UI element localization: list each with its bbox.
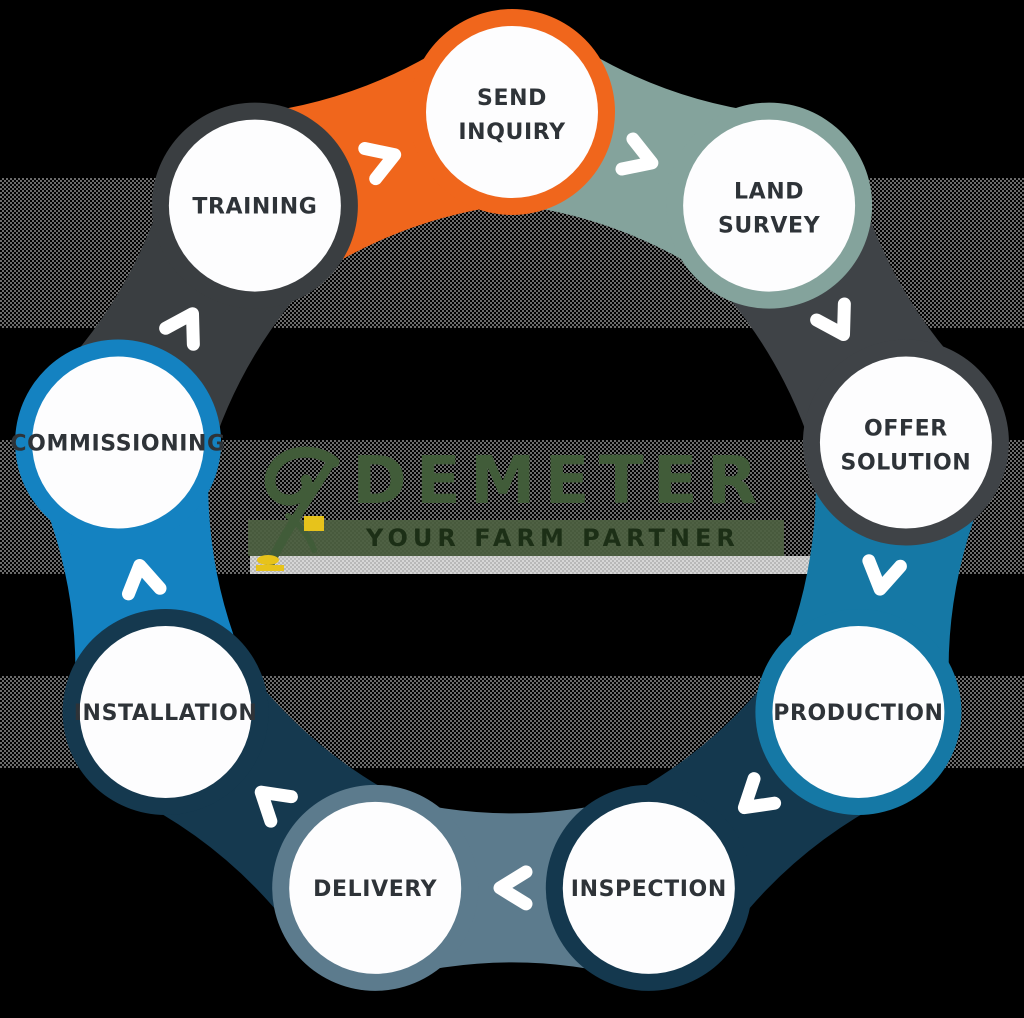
step-circle-land-survey [683,119,856,292]
step-label-offer-solution: OFFER [864,417,948,442]
step-label-production: PRODUCTION [773,701,943,726]
step-label-installation: INSTALLATION [74,701,258,726]
flow-chevrons-layer [121,132,907,911]
step-circle-inspection [562,801,735,974]
step-circle-offer-solution [819,356,992,529]
step-label-delivery: DELIVERY [313,877,437,902]
flow-chevron-icon-production [862,554,907,596]
step-label-land-survey: LAND [734,180,804,205]
step-circle-delivery [289,801,462,974]
flow-chevron-icon-land-survey [615,132,659,176]
step-circle-installation [79,626,252,798]
step-label-training: TRAINING [192,195,317,220]
step-circle-commissioning [32,356,205,529]
step-label-land-survey: SURVEY [718,214,821,239]
step-circle-production [772,626,945,798]
flow-chevron-icon-training [159,307,200,351]
logo-underline-strip [250,556,830,574]
step-label-offer-solution: SOLUTION [841,451,972,476]
step-label-inspection: INSPECTION [571,877,727,902]
flow-chevron-icon-inspection [737,772,782,815]
step-label-send-inquiry: INQUIRY [458,120,566,145]
flow-chevron-icon-commissioning [121,558,167,601]
wheat-sheaf [257,555,279,565]
step-label-send-inquiry: SEND [477,86,547,111]
flow-chevron-icon-offer-solution [810,297,851,341]
demeter-logo: DEMETER YOUR FARM PARTNER [248,442,784,571]
flow-chevron-icon-delivery [493,865,533,911]
brand-wordmark: DEMETER [352,442,767,519]
flow-chevron-icon-installation [254,785,298,828]
step-circle-training [168,119,341,292]
wheat-base [256,565,284,571]
step-circles-layer: SEND INQUIRY LAND SURVEY OFFER SOLUTION PRODUC… [10,9,1009,991]
step-label-commissioning: COMMISSIONING [10,432,225,457]
flow-chevron-icon-send-inquiry [358,142,402,186]
wheat-patch [304,516,324,531]
brand-tagline-band: YOUR FARM PARTNER [248,520,784,556]
scythe-icon [256,446,340,571]
step-circle-send-inquiry [426,26,598,198]
brand-tagline: YOUR FARM PARTNER [366,524,740,552]
